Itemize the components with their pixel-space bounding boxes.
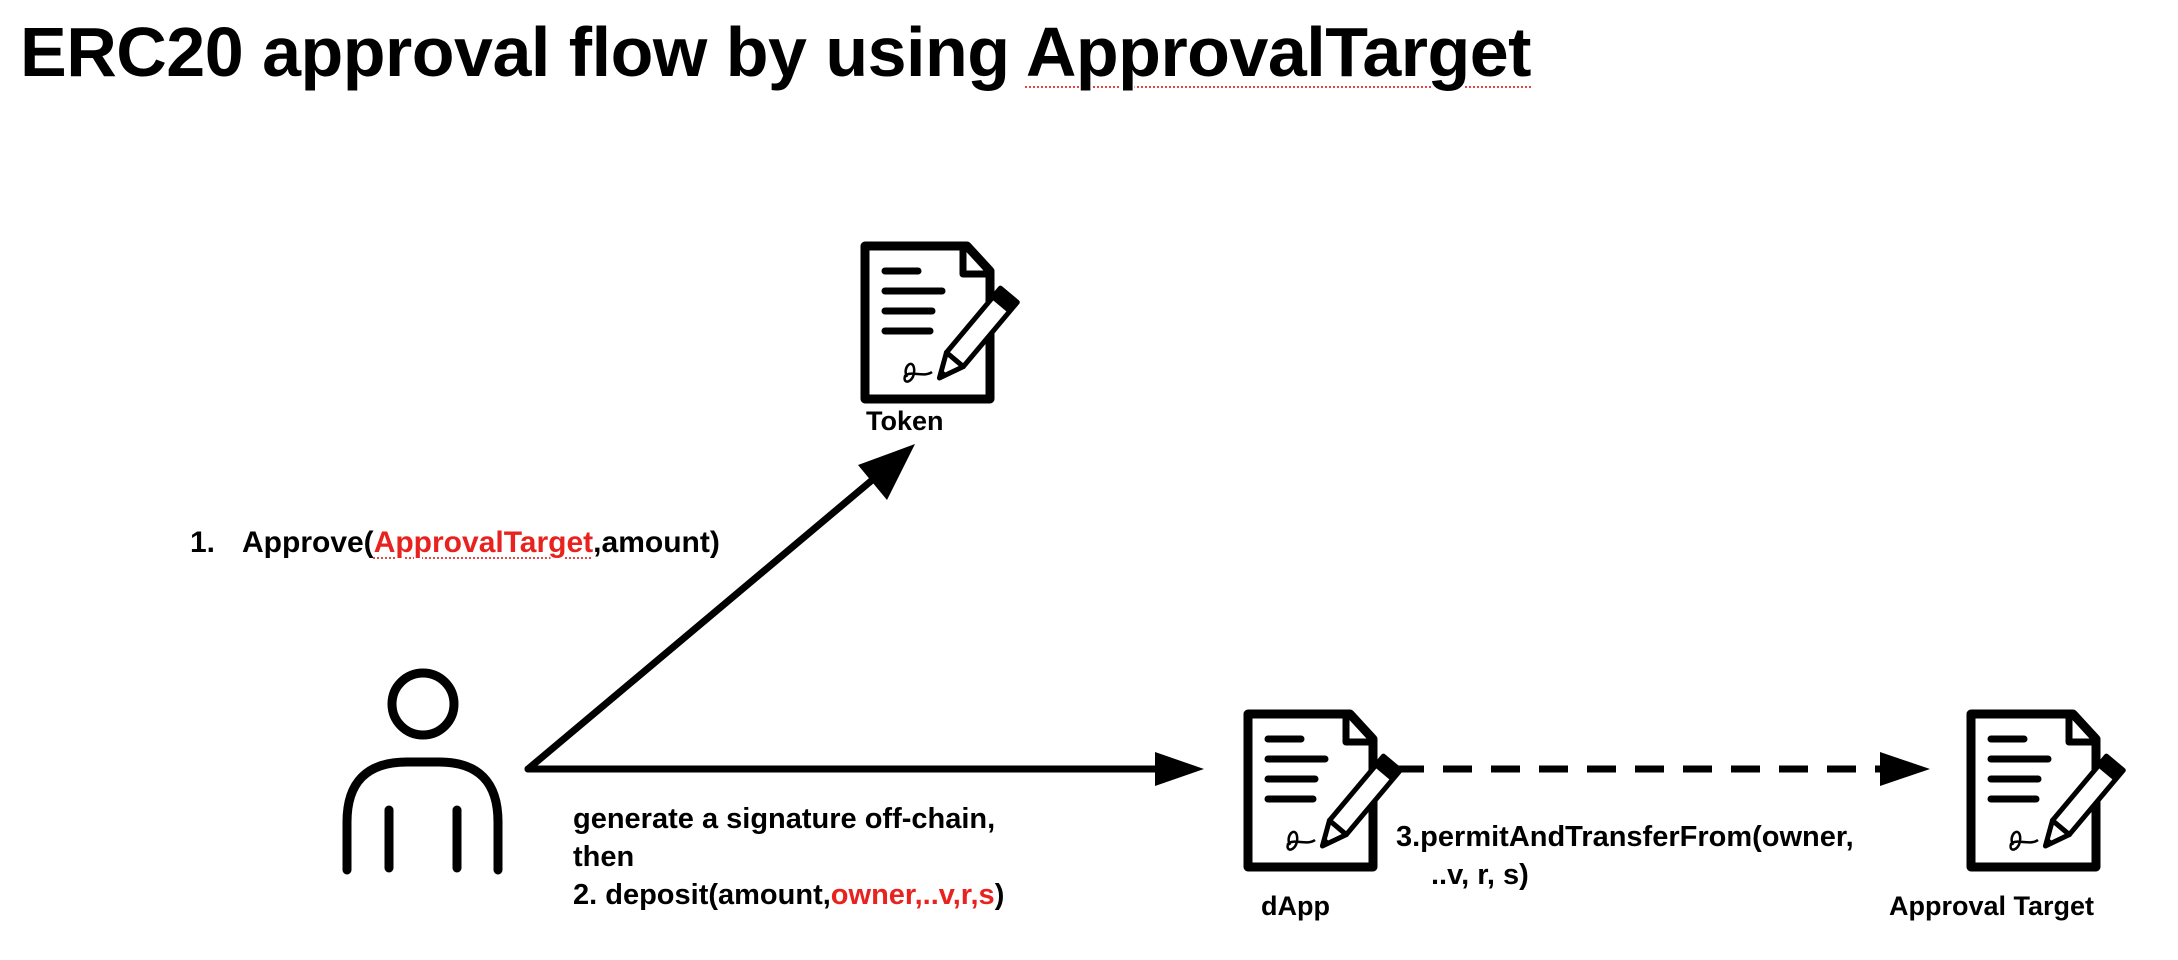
approval-target-label: Approval Target — [1889, 891, 2095, 921]
deposit-line-1: generate a signature off-chain, — [573, 803, 996, 835]
token-contract-icon — [865, 246, 1017, 399]
permit-line-2: ..v, r, s) — [1431, 859, 1529, 891]
dapp-contract-icon — [1248, 714, 1400, 867]
deposit-line-2: then — [573, 841, 635, 873]
approve-call: Approve( — [242, 526, 374, 559]
approve-step-label: 1. Approve(ApprovalTarget,amount) — [190, 523, 720, 562]
user-icon — [342, 668, 503, 875]
deposit-line-3: 2. deposit(amount,owner,..v,r,s) — [573, 876, 1004, 914]
deposit-call: 2. deposit(amount, — [573, 879, 831, 911]
deposit-call-close: ) — [994, 879, 1005, 911]
deposit-args-highlight: owner,..v,r,s — [830, 879, 995, 911]
deposit-arrow — [524, 752, 1204, 786]
approve-arrow — [524, 444, 915, 773]
permit-step-label: 3.permitAndTransferFrom(owner, ..v, r, s… — [1396, 818, 1854, 894]
permit-line-1: 3.permitAndTransferFrom(owner, — [1396, 821, 1854, 853]
approval-target-contract-icon — [1971, 714, 2123, 867]
deposit-step-label: generate a signature off-chain, then 2. … — [573, 800, 1004, 914]
page-title: ERC20 approval flow by using ApprovalTar… — [20, 12, 1532, 93]
approve-step-number: 1. — [190, 526, 216, 559]
approve-arg-approval-target: ApprovalTarget — [373, 526, 594, 559]
token-label: Token — [866, 406, 944, 436]
title-prefix: ERC20 approval flow by using — [20, 13, 1026, 91]
title-highlight: ApprovalTarget — [1025, 13, 1532, 91]
permit-transfer-arrow — [1395, 752, 1930, 786]
dapp-label: dApp — [1261, 891, 1330, 921]
approve-args-rest: ,amount) — [593, 526, 720, 559]
